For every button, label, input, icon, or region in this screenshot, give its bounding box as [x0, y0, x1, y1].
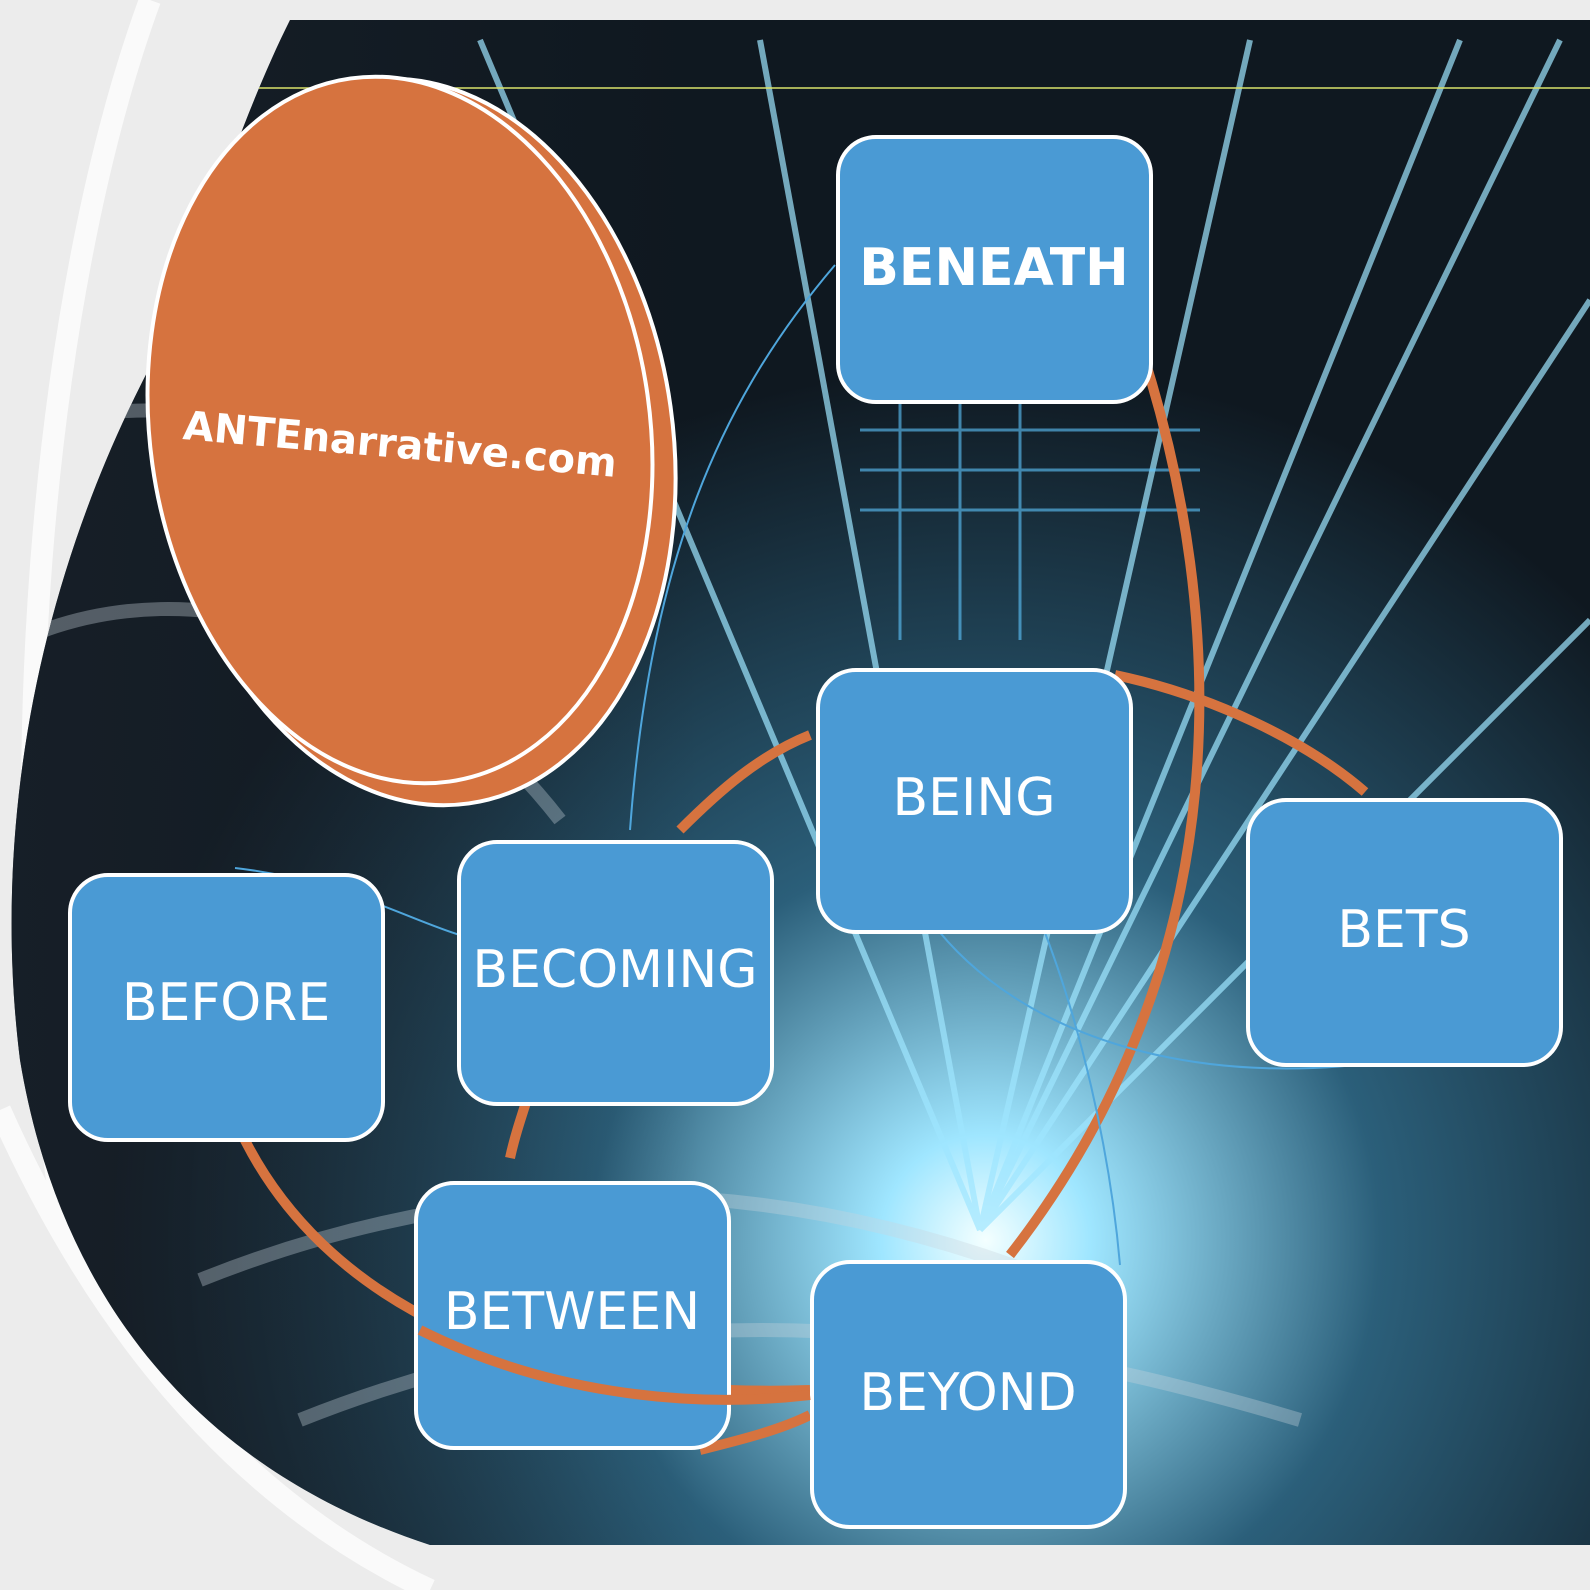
node-becoming[interactable]: BECOMING — [457, 840, 774, 1106]
arc-beneath-to-beyond — [1006, 343, 1205, 1259]
node-being[interactable]: BEING — [816, 668, 1133, 934]
node-beneath[interactable]: BENEATH — [836, 135, 1153, 404]
node-label-bets: BETS — [1337, 900, 1470, 960]
node-label-becoming: BECOMING — [472, 940, 757, 1000]
node-bets[interactable]: BETS — [1246, 798, 1563, 1067]
logo-circle: ANTEnarrative.com — [145, 74, 678, 808]
node-label-between: BETWEEN — [444, 1282, 700, 1342]
arc-between-to-beyond — [698, 1410, 813, 1455]
line-beneath-to-becoming — [629, 264, 836, 831]
line-being-to-beyond — [1039, 919, 1121, 1266]
node-between[interactable]: BETWEEN — [414, 1181, 731, 1450]
line-being-to-bets — [929, 919, 1396, 1070]
arc-being-to-becoming — [676, 730, 812, 834]
node-before[interactable]: BEFORE — [68, 873, 385, 1142]
arc-between-overlay — [417, 1325, 811, 1405]
node-label-being: BEING — [892, 768, 1055, 828]
node-label-before: BEFORE — [122, 973, 330, 1033]
node-label-beyond: BEYOND — [859, 1363, 1076, 1423]
arc-being-to-bets — [1113, 670, 1369, 796]
node-beyond[interactable]: BEYOND — [810, 1260, 1127, 1529]
node-label-beneath: BENEATH — [859, 238, 1128, 298]
